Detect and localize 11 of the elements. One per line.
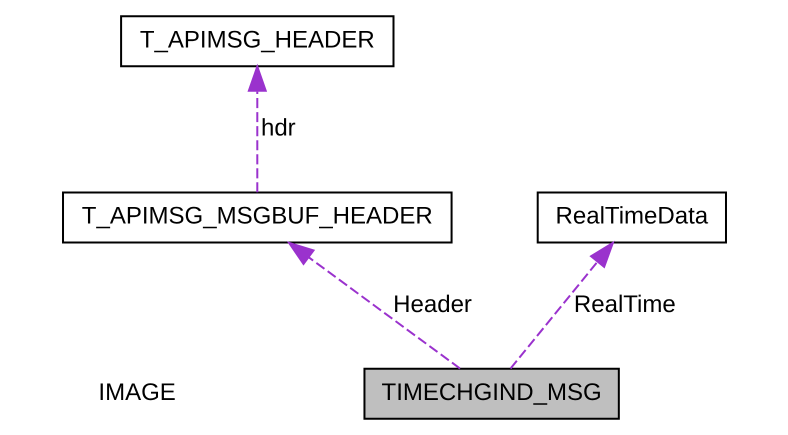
label: IMAGE <box>98 378 176 406</box>
node-box: TIMECHGIND_MSG <box>362 368 620 420</box>
arrow <box>509 240 614 370</box>
arrow <box>246 64 267 192</box>
edge-label: Header <box>392 290 472 318</box>
node-box: T_APIMSG_MSGBUF_HEADER <box>62 191 452 244</box>
node-box: RealTimeData <box>536 191 726 244</box>
node-box: T_APIMSG_HEADER <box>120 15 394 68</box>
arrow <box>286 241 460 370</box>
edge-label: RealTime <box>573 290 676 318</box>
edge-label: hdr <box>260 114 296 142</box>
